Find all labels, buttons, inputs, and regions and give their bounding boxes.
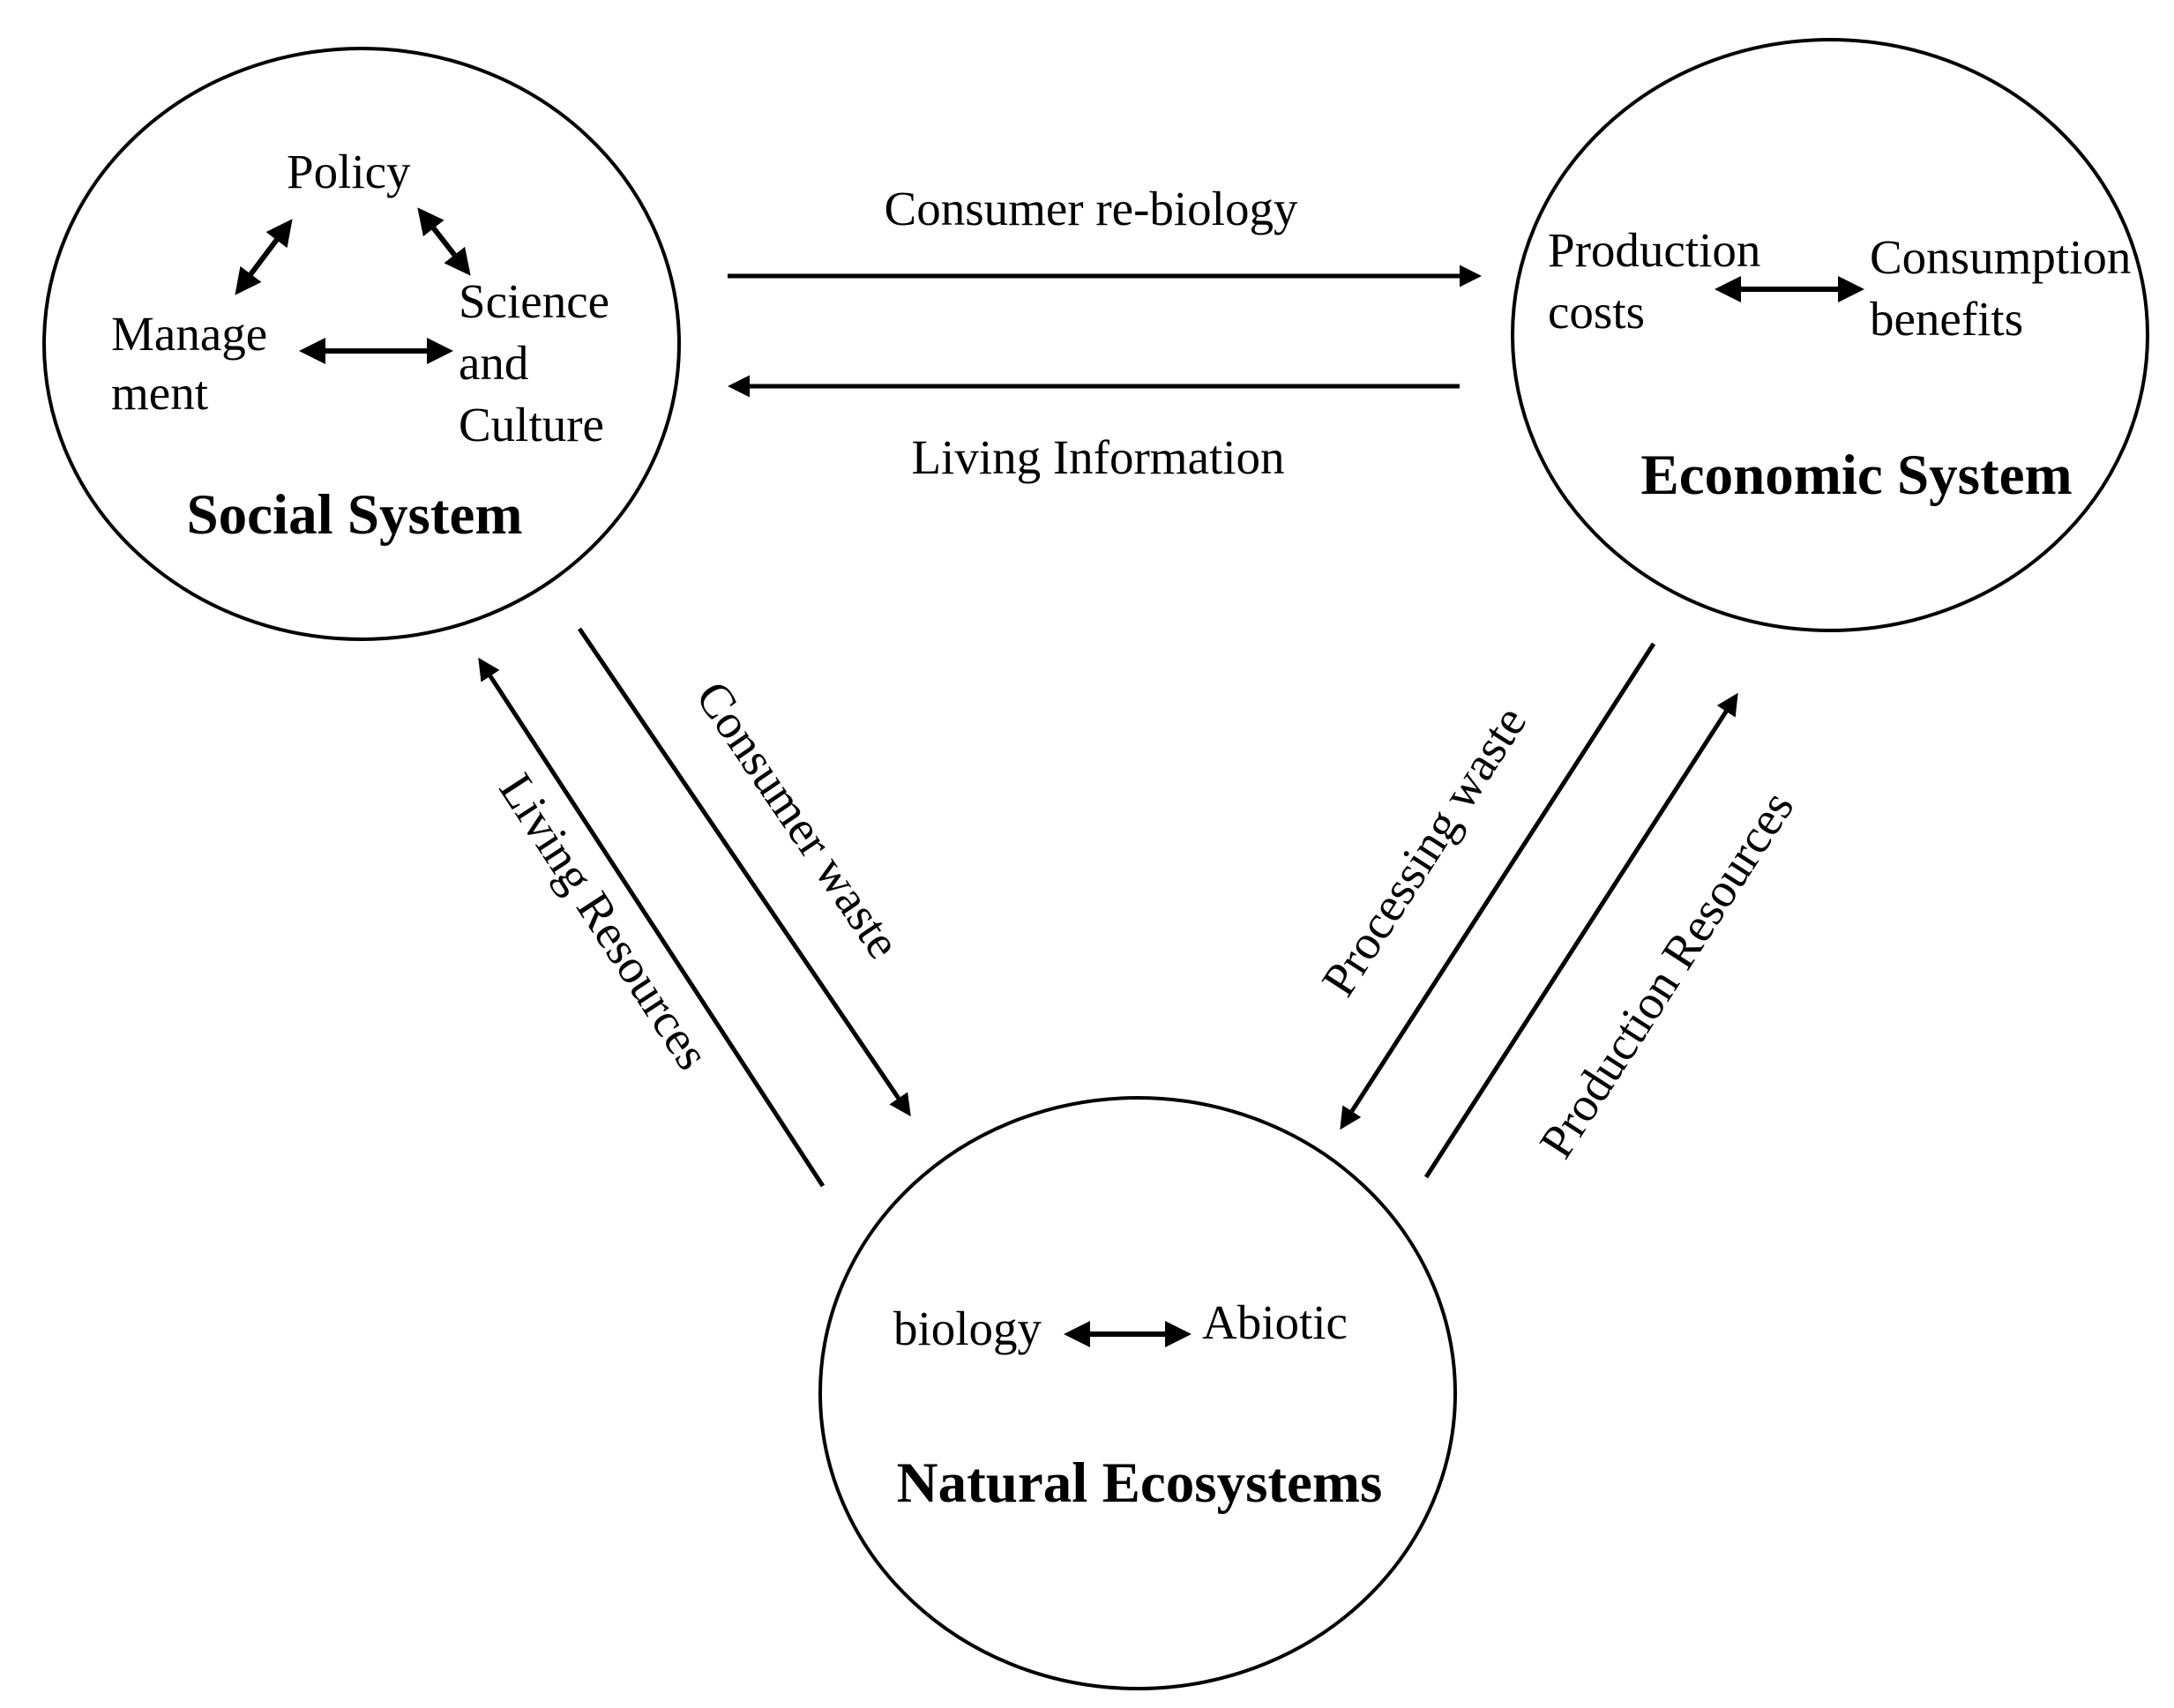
consumer-rebiology-label: Consumer re-biology [885,182,1298,235]
economic-system-title: Economic System [1640,444,2072,507]
social-system-title: Social System [187,483,523,547]
natural-ecosystems-circle [818,1096,1457,1690]
social-system-circle [42,47,681,641]
living-information-label: Living Information [911,430,1284,484]
processing-waste-label: Processing waste [1311,697,1537,1005]
production-resources-arrow [1423,692,1738,1179]
natural-ecosystems-title: Natural Ecosystems [897,1451,1383,1515]
living-resources-label: Living Resources [489,764,720,1078]
abiotic-label: Abiotic [1202,1295,1348,1349]
consumer-waste-arrow [577,627,911,1117]
production-resources-label: Production Resources [1528,781,1804,1167]
policy-science-arrow [417,207,471,276]
consumer-waste-label: Consumer waste [685,671,911,967]
economic-system-circle [1511,38,2149,632]
policy-label: Policy [287,145,411,198]
management-policy-arrow [235,219,293,295]
consumption-benefits-label: Consumption benefits [1870,230,2143,346]
science-culture-label: Science and Culture [459,274,622,451]
biology-label: biology [893,1302,1042,1355]
living-resources-arrow [478,657,826,1188]
processing-waste-arrow [1340,642,1656,1130]
management-label: Manage ment [111,307,280,420]
production-costs-label: Production costs [1548,223,1773,339]
